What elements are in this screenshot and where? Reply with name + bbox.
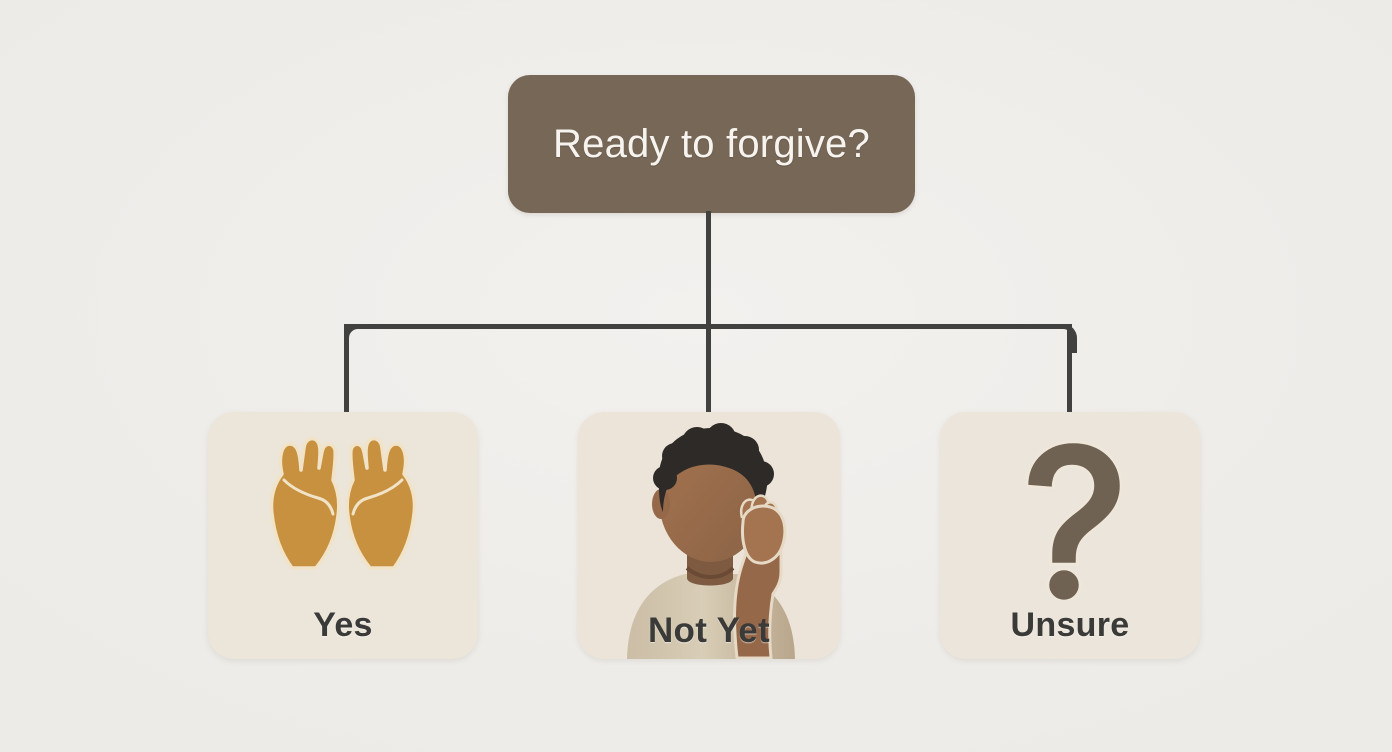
option-label-unsure: Unsure: [1010, 606, 1130, 644]
connector-trunk-vertical: [706, 211, 711, 412]
root-question-node[interactable]: Ready to forgive?: [508, 75, 915, 213]
option-icon-not-yet-wrap: [578, 412, 840, 659]
option-label-yes: Yes: [313, 606, 373, 644]
root-question-label: Ready to forgive?: [553, 121, 870, 166]
option-card-not-yet[interactable]: Not Yet: [578, 412, 840, 659]
connector-drop-left: [344, 326, 349, 412]
option-icon-unsure-wrap: [940, 412, 1200, 659]
option-card-yes[interactable]: Yes: [208, 412, 478, 659]
option-card-unsure[interactable]: Unsure: [940, 412, 1200, 659]
option-icon-yes-wrap: [208, 412, 478, 659]
connector-elbow-right: [1048, 324, 1077, 353]
option-label-not-yet: Not Yet: [647, 611, 771, 650]
connector-drop-right: [1067, 326, 1072, 412]
pensive-person-icon: [627, 423, 795, 659]
open-hands-icon: [269, 436, 417, 570]
question-mark-icon: [1025, 440, 1123, 600]
connector-horizontal-bar: [344, 324, 1072, 329]
